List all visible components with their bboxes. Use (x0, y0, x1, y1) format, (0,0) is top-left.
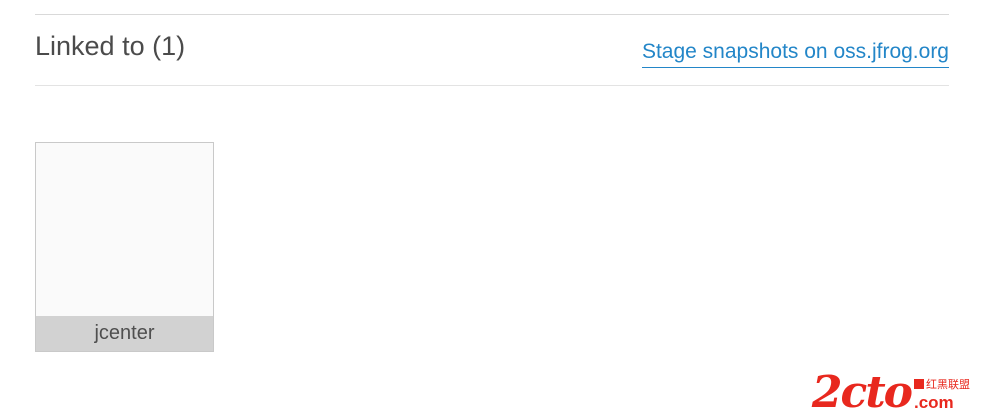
linked-repo-card[interactable]: jcenter (35, 142, 214, 352)
2cto-cn-label: 红黑联盟 (914, 376, 970, 392)
page-title: Linked to (1) (35, 31, 186, 61)
repo-card-label: jcenter (36, 316, 213, 351)
2cto-cn-text: 红黑联盟 (926, 378, 970, 391)
2cto-logo-right: 红黑联盟 .com (914, 372, 970, 414)
2cto-watermark-logo: 2cto 红黑联盟 .com (811, 366, 970, 418)
top-divider (35, 14, 949, 15)
section-header: Linked to (1) Stage snapshots on oss.jfr… (35, 30, 949, 86)
repo-card-thumbnail (36, 143, 213, 316)
2cto-brand-text: 2cto (811, 366, 913, 418)
stage-snapshots-link[interactable]: Stage snapshots on oss.jfrog.org (641, 40, 949, 68)
redblack-square-icon (914, 378, 924, 389)
2cto-tld-text: .com (914, 392, 954, 412)
